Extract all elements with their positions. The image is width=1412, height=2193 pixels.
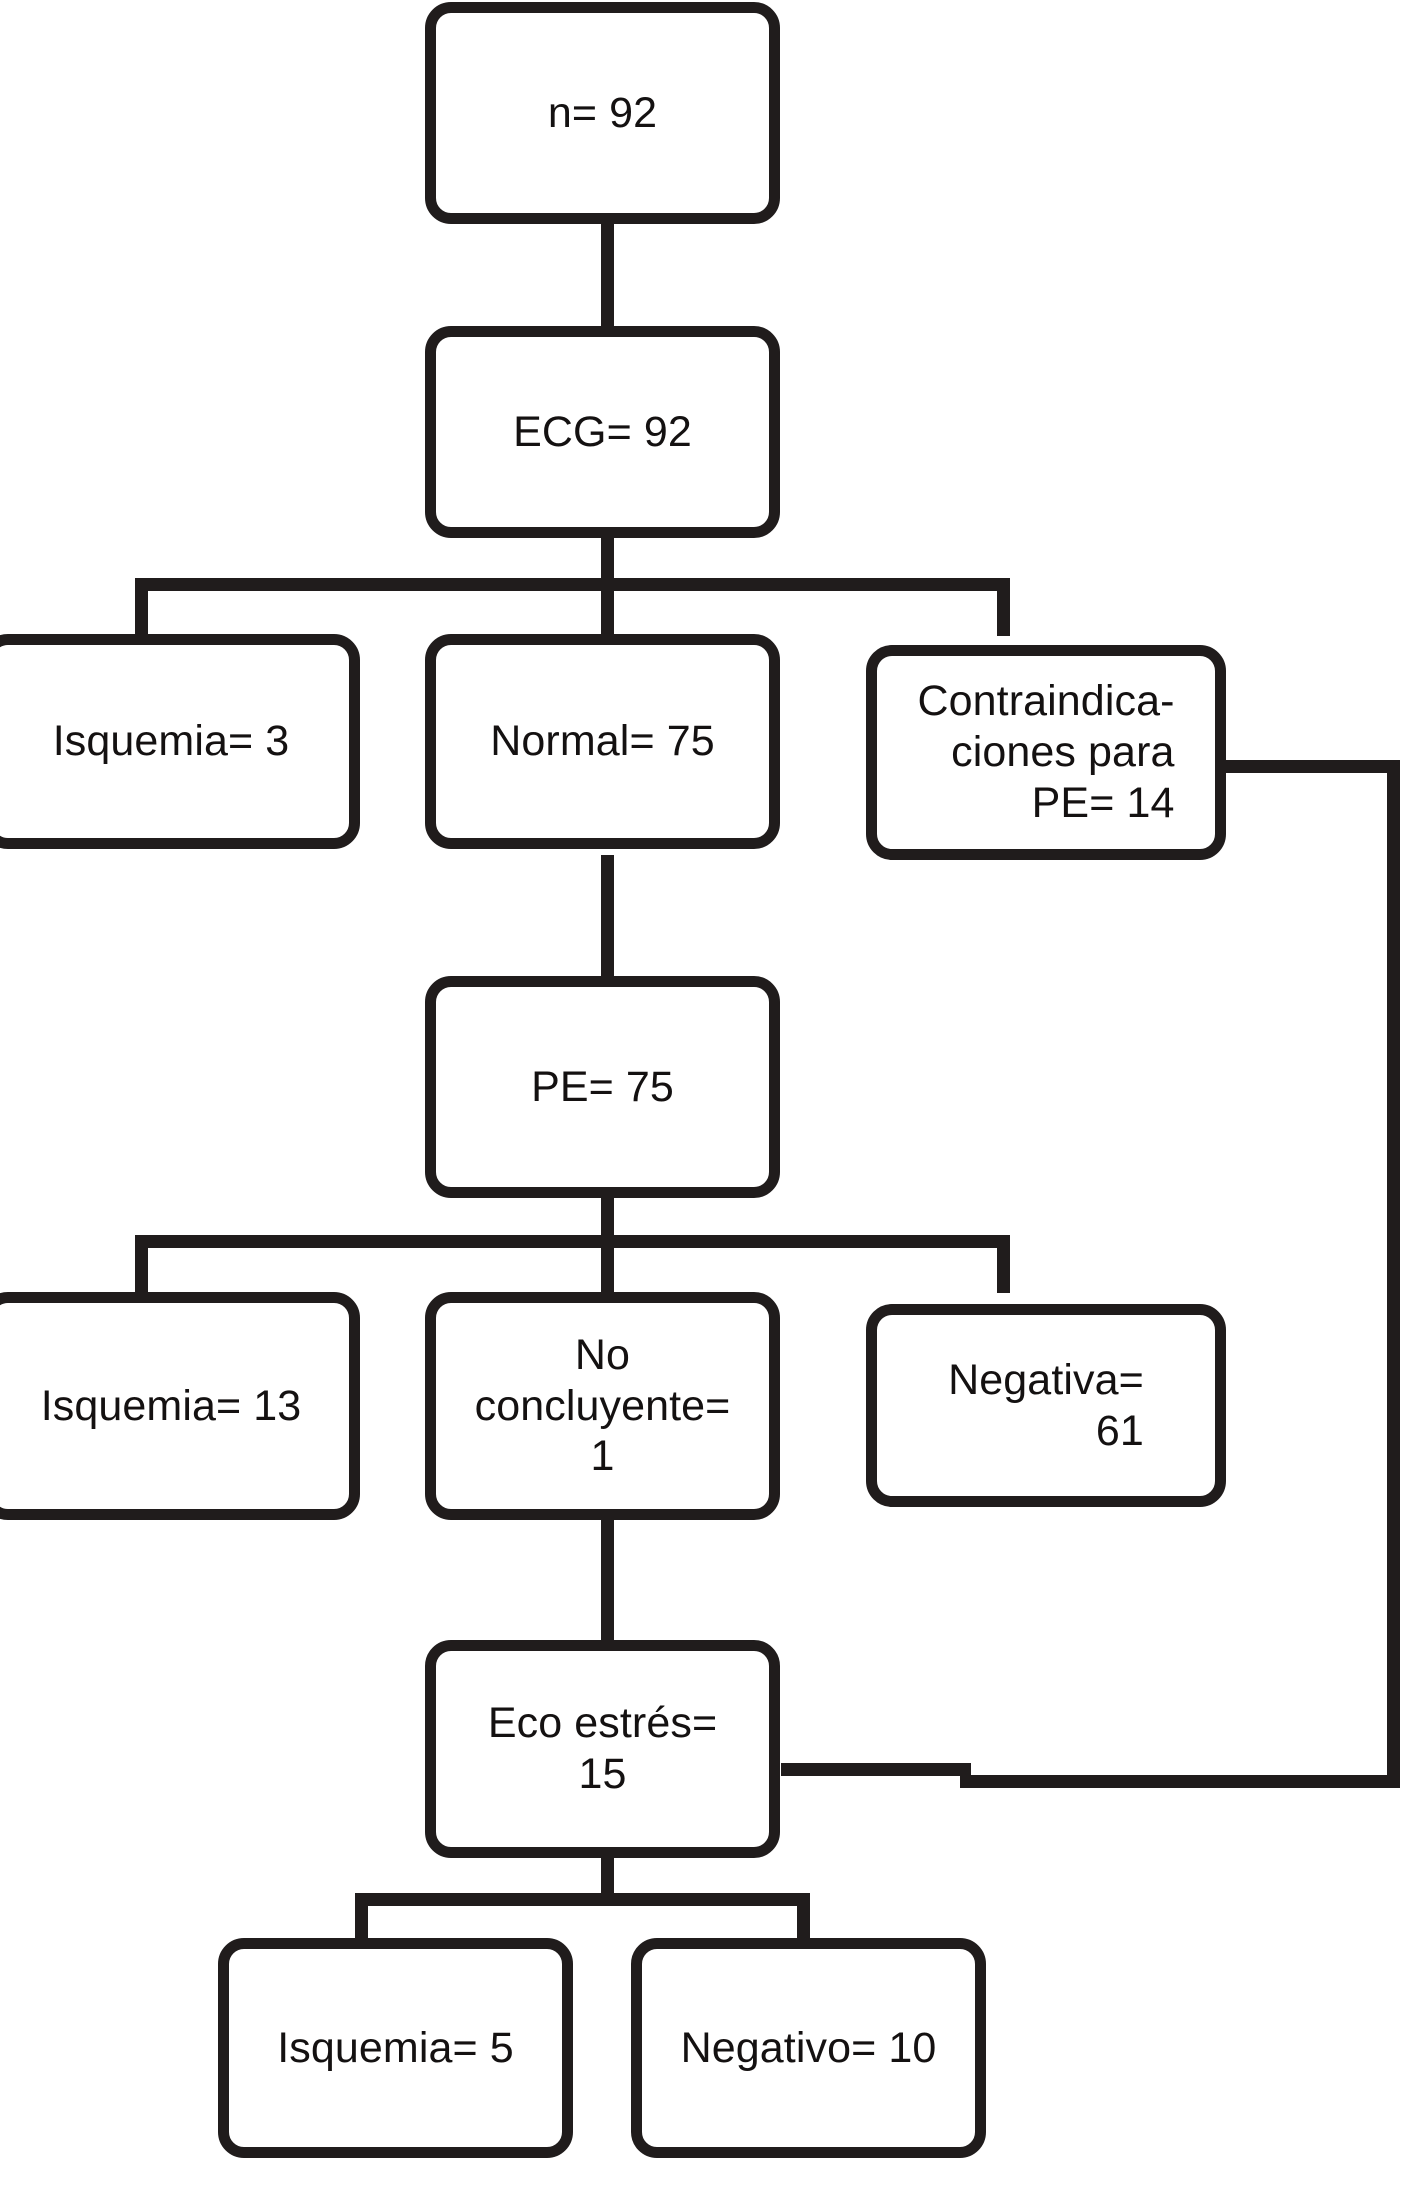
node-ecg-normal[interactable]: Normal= 75 bbox=[425, 634, 780, 849]
node-pe-negativa-label: Negativa= 61 bbox=[948, 1355, 1144, 1455]
edge-ecg-drop-left bbox=[135, 578, 148, 636]
edge-ecg-stem bbox=[601, 532, 614, 590]
node-pe[interactable]: PE= 75 bbox=[425, 976, 780, 1198]
node-ecg-isquemia-label: Isquemia= 3 bbox=[52, 717, 290, 766]
node-contraindicaciones-label: Contraindica- ciones para PE= 14 bbox=[917, 677, 1175, 827]
node-eco[interactable]: Eco estrés= 15 bbox=[425, 1640, 780, 1858]
edge-ecg-drop-center bbox=[601, 578, 614, 636]
edge-noconcluyente-to-eco bbox=[601, 1520, 614, 1650]
node-pe-negativa[interactable]: Negativa= 61 bbox=[866, 1304, 1226, 1507]
edge-pe-drop-center bbox=[601, 1235, 614, 1293]
edge-pe-bus bbox=[135, 1235, 1010, 1248]
node-eco-label: Eco estrés= 15 bbox=[487, 1699, 718, 1798]
node-pe-isquemia-label: Isquemia= 13 bbox=[40, 1381, 302, 1430]
edge-eco-bus bbox=[355, 1893, 810, 1906]
node-ecg-isquemia[interactable]: Isquemia= 3 bbox=[0, 634, 360, 849]
node-eco-isquemia[interactable]: Isquemia= 5 bbox=[218, 1938, 573, 2158]
node-pe-isquemia[interactable]: Isquemia= 13 bbox=[0, 1292, 360, 1520]
node-ecg-label: ECG= 92 bbox=[513, 407, 692, 456]
edge-pe-drop-right bbox=[997, 1235, 1010, 1293]
edge-contraindicaciones-out bbox=[1215, 760, 1400, 773]
node-pe-label: PE= 75 bbox=[531, 1062, 674, 1111]
node-eco-isquemia-label: Isquemia= 5 bbox=[277, 2023, 514, 2072]
edge-ecg-drop-right bbox=[997, 578, 1010, 636]
node-total[interactable]: n= 92 bbox=[425, 2, 780, 224]
edge-pe-stem bbox=[601, 1192, 614, 1247]
node-ecg[interactable]: ECG= 92 bbox=[425, 326, 780, 538]
edge-contraindicaciones-in-lower bbox=[781, 1763, 971, 1776]
edge-ecg-bus bbox=[135, 578, 1010, 591]
edge-eco-drop-left bbox=[355, 1893, 368, 1941]
edge-eco-drop-right bbox=[797, 1893, 810, 1941]
edge-pe-drop-left bbox=[135, 1235, 148, 1293]
edge-contraindicaciones-in-upper bbox=[960, 1775, 1400, 1788]
node-ecg-normal-label: Normal= 75 bbox=[490, 717, 715, 766]
node-pe-noconcluyente-label: No concluyente= 1 bbox=[474, 1330, 731, 1481]
node-eco-negativo[interactable]: Negativo= 10 bbox=[631, 1938, 986, 2158]
node-contraindicaciones[interactable]: Contraindica- ciones para PE= 14 bbox=[866, 645, 1226, 860]
node-pe-noconcluyente[interactable]: No concluyente= 1 bbox=[425, 1292, 780, 1520]
edge-normal-to-pe bbox=[601, 855, 614, 980]
node-total-label: n= 92 bbox=[547, 88, 658, 137]
edge-contraindicaciones-down bbox=[1387, 760, 1400, 1784]
edge-total-to-ecg bbox=[601, 218, 614, 333]
node-eco-negativo-label: Negativo= 10 bbox=[680, 2023, 937, 2072]
